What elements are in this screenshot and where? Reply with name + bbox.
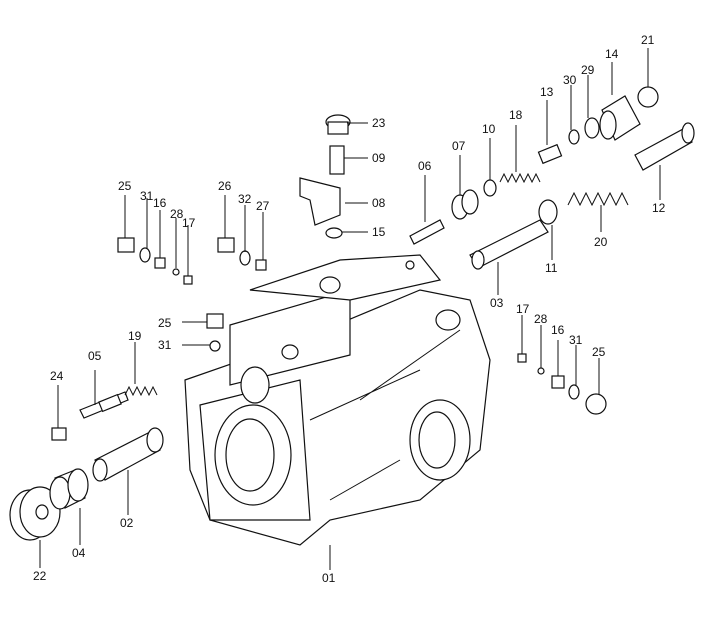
callout-14: 14	[605, 47, 619, 61]
callout-21: 21	[641, 33, 655, 47]
callout-10: 10	[482, 122, 496, 136]
pump-housing	[184, 254, 491, 546]
part-16-plug-right	[551, 375, 565, 389]
callout-16-right: 16	[551, 323, 565, 337]
callout-30: 30	[563, 73, 577, 87]
part-02-sleeve	[92, 427, 164, 482]
part-15-washer	[325, 227, 343, 239]
callout-20: 20	[594, 235, 608, 249]
part-31-oring-right	[568, 384, 580, 400]
callout-27: 27	[256, 199, 270, 213]
callout-17-right: 17	[516, 302, 530, 316]
part-10-ring	[483, 179, 497, 197]
part-30-ring	[568, 129, 580, 145]
leader-lines	[39, 48, 661, 570]
part-16-plug-left	[154, 257, 166, 269]
callout-07: 07	[452, 139, 466, 153]
part-13-plug	[537, 143, 563, 165]
callout-26: 26	[218, 179, 232, 193]
callout-31-mid: 31	[158, 338, 172, 352]
part-05-spool	[79, 391, 129, 419]
part-14-cap	[599, 95, 641, 141]
part-27-plug	[255, 259, 267, 271]
callout-12: 12	[652, 201, 666, 215]
part-22-plug	[9, 486, 61, 541]
part-06-pin	[409, 219, 445, 245]
callout-01: 01	[322, 571, 336, 585]
part-29-oring	[584, 117, 600, 139]
callout-31-left: 31	[140, 189, 154, 203]
part-09-spool	[329, 145, 345, 175]
part-20-spring	[567, 191, 629, 207]
part-26-plug	[217, 237, 235, 253]
callout-25-mid: 25	[158, 316, 172, 330]
part-12-sleeve	[634, 122, 695, 171]
part-23-plug	[325, 114, 351, 135]
part-25-plug-right	[585, 393, 607, 415]
part-31-oring-mid	[209, 340, 221, 352]
callout-06: 06	[418, 159, 432, 173]
callout-24: 24	[50, 369, 64, 383]
callout-02: 02	[120, 516, 134, 530]
callout-17-left: 17	[182, 216, 196, 230]
part-25-plug-mid	[206, 313, 224, 329]
callout-03: 03	[490, 296, 504, 310]
callout-28-left: 28	[170, 207, 184, 221]
callout-04: 04	[72, 546, 86, 560]
callout-13: 13	[540, 85, 554, 99]
callout-32: 32	[238, 192, 252, 206]
part-28-ball-left	[172, 268, 180, 276]
part-07-sleeve	[451, 189, 479, 220]
part-24-plug	[51, 427, 67, 441]
callout-23: 23	[372, 116, 386, 130]
callout-25-left: 25	[118, 179, 132, 193]
part-31-oring-left	[139, 247, 151, 263]
callout-22: 22	[33, 569, 47, 583]
callout-09: 09	[372, 151, 386, 165]
callout-11: 11	[545, 261, 558, 275]
part-03-spool	[469, 219, 549, 270]
part-19-spring	[124, 385, 158, 397]
callout-29: 29	[581, 63, 595, 77]
part-25-plug-left	[117, 237, 135, 253]
callout-16-left: 16	[153, 196, 167, 210]
part-32-oring	[239, 250, 251, 266]
callout-08: 08	[372, 196, 386, 210]
callout-28-right: 28	[534, 312, 548, 326]
part-11-washer	[538, 199, 558, 225]
callout-25-right: 25	[592, 345, 606, 359]
part-04-cap	[49, 468, 89, 510]
callout-31-right: 31	[569, 333, 583, 347]
part-28-ball-right	[537, 367, 545, 375]
callout-18: 18	[509, 108, 523, 122]
callout-05: 05	[88, 349, 102, 363]
part-17-plug-left	[183, 275, 193, 285]
callout-labels: 01 02 03 04 05 06 07 08 09 10 11 12 13 1…	[33, 33, 666, 585]
part-21-plug	[637, 86, 659, 108]
part-17-plug-right	[517, 353, 527, 363]
part-18-spring	[499, 172, 541, 184]
callout-15: 15	[372, 225, 386, 239]
part-08-lever	[299, 177, 341, 226]
callout-19: 19	[128, 329, 142, 343]
